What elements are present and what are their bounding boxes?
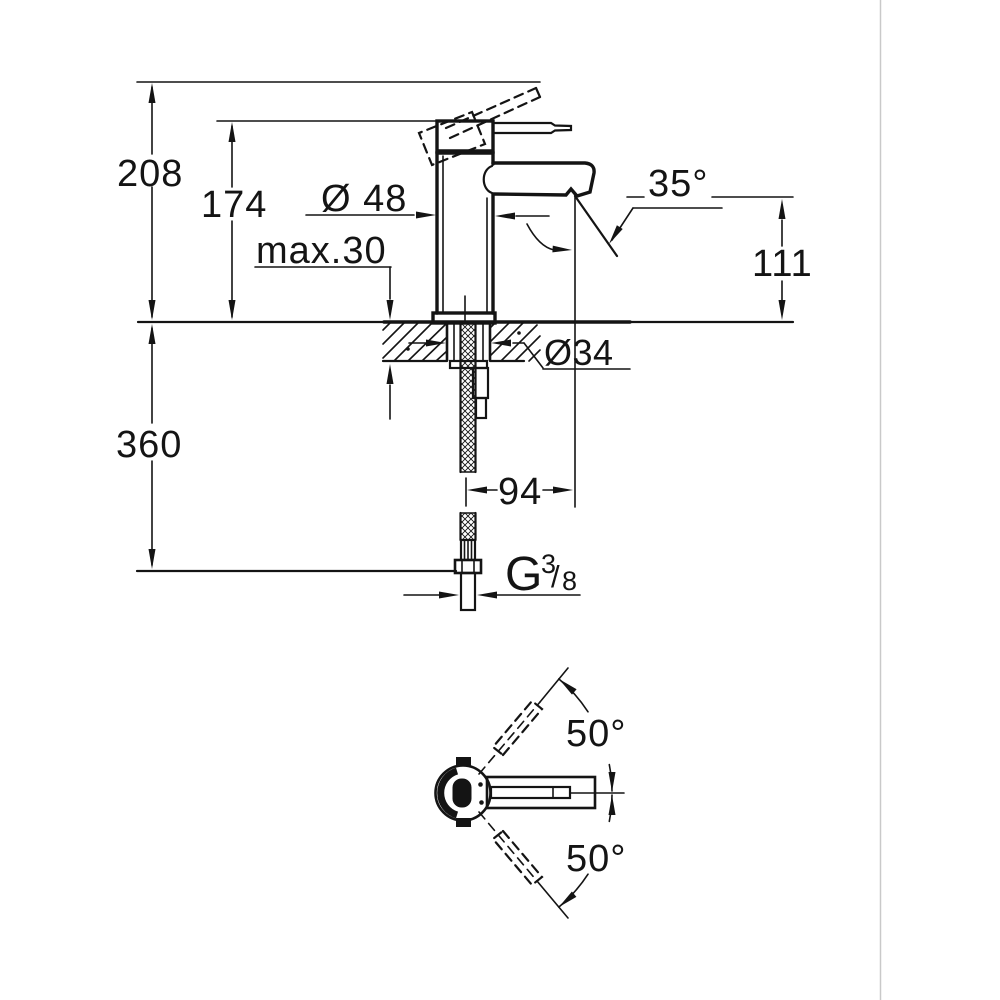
arrow-left bbox=[495, 212, 515, 220]
arrow-right bbox=[439, 591, 459, 599]
angle-arc bbox=[526, 223, 555, 251]
deck-hatching bbox=[382, 321, 541, 362]
dim-hose-length-label: 360 bbox=[116, 424, 182, 466]
arrow-right bbox=[426, 339, 446, 347]
arrow-lower bbox=[558, 891, 577, 908]
dim-aerator-angle-label: 35° bbox=[648, 163, 708, 205]
arrow-up bbox=[228, 122, 236, 142]
handle-lever bbox=[491, 121, 573, 135]
arrow-up bbox=[778, 199, 786, 219]
thread-numerator: 3 bbox=[541, 549, 556, 579]
dimension-max-deck-thickness: max.30 bbox=[254, 230, 394, 420]
dim-shank-diameter-label: Ø34 bbox=[544, 332, 614, 373]
dim-spout-height-label: 111 bbox=[752, 243, 813, 285]
handle-swing-lower: 50° bbox=[478, 794, 626, 919]
arrow-up bbox=[148, 324, 156, 344]
handle-lever-raised-dashed bbox=[417, 86, 542, 167]
mounting-tab-top bbox=[456, 757, 471, 766]
arrow-leader bbox=[609, 225, 623, 244]
handle-lever-top bbox=[489, 785, 572, 800]
cartridge-slot bbox=[452, 778, 472, 808]
spout-channel-arc bbox=[482, 164, 494, 195]
supply-hose bbox=[453, 321, 483, 612]
swing-up-label: 50° bbox=[566, 713, 626, 755]
dimension-spout-reach: 94 bbox=[465, 471, 573, 513]
hose-braid-lower bbox=[460, 513, 476, 540]
arrow-to-centerline bbox=[608, 772, 616, 792]
side-view-faucet bbox=[417, 86, 596, 325]
hose-connector-tube bbox=[459, 571, 477, 612]
arrow-up bbox=[386, 364, 394, 384]
hose-hex-nut bbox=[453, 558, 483, 575]
thread-denominator: 8 bbox=[562, 566, 577, 596]
dimension-hose-length: 360 bbox=[116, 324, 458, 573]
arrow-left bbox=[491, 339, 511, 347]
spout bbox=[491, 161, 596, 198]
arrow-down bbox=[228, 300, 236, 320]
dim-spout-reach-label: 94 bbox=[498, 471, 542, 513]
dimension-aerator-angle: 35° bbox=[526, 163, 723, 508]
dimension-body-diameter: Ø 48 bbox=[305, 178, 550, 220]
body-ring-top bbox=[437, 767, 459, 819]
dim-height-to-handle-label: 174 bbox=[201, 184, 267, 226]
hose-braid-upper bbox=[460, 323, 476, 472]
arrow-right bbox=[553, 486, 573, 494]
deck-section bbox=[136, 320, 795, 420]
arrow-upper bbox=[559, 679, 577, 695]
dimension-shank-diameter: Ø34 bbox=[408, 332, 631, 373]
thread-letter: G bbox=[505, 548, 542, 601]
arrow-from-centerline bbox=[608, 795, 616, 815]
dimension-thread-size: G 3 / 8 bbox=[403, 548, 581, 601]
dim-overall-height-label: 208 bbox=[117, 153, 183, 195]
arrow-down bbox=[386, 300, 394, 320]
arrow-down bbox=[778, 300, 786, 320]
handle-position-upper-dashed bbox=[491, 699, 544, 757]
dim-max-thickness-label: max.30 bbox=[256, 230, 387, 272]
handle-swing-upper: 50° bbox=[478, 667, 626, 792]
top-view: 50° 50° bbox=[434, 667, 626, 919]
aerator-angle-line bbox=[573, 194, 619, 258]
arrow-down bbox=[148, 549, 156, 569]
mounting-tab-bottom bbox=[456, 818, 471, 827]
arrow-down bbox=[148, 300, 156, 320]
arrow-right bbox=[416, 211, 436, 219]
dimension-spout-height: 111 bbox=[626, 196, 813, 320]
thread-slash: / bbox=[551, 559, 560, 594]
handle-position-lower-dashed bbox=[491, 829, 544, 887]
dimension-height-to-handle: 174 bbox=[201, 120, 438, 320]
handle-cap bbox=[435, 119, 495, 154]
arrow-right bbox=[552, 245, 572, 253]
dimension-overall-height: 208 bbox=[117, 81, 541, 320]
arrow-left bbox=[467, 486, 487, 494]
swing-down-label: 50° bbox=[566, 838, 626, 880]
arrow-up bbox=[148, 83, 156, 103]
dim-body-diameter-label: Ø 48 bbox=[321, 178, 407, 220]
arrow-left bbox=[477, 591, 497, 599]
